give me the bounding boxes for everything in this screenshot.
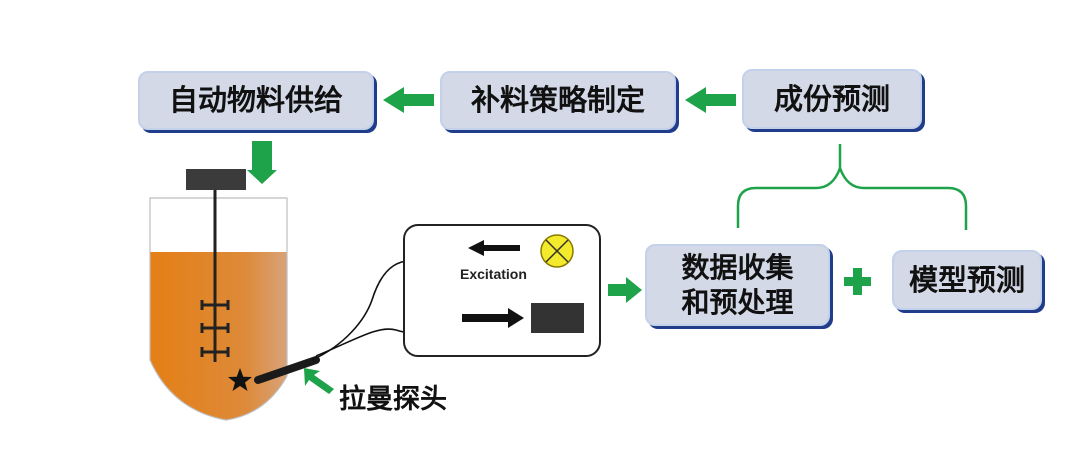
raman-probe-label: 拉曼探头: [339, 384, 447, 415]
component-prediction-box: 成份预测: [742, 69, 922, 129]
model-prediction-label: 模型预测: [908, 262, 1025, 297]
reactor-liquid: [150, 252, 287, 420]
raman-probe: [254, 356, 320, 384]
strategy-label: 补料策略制定: [470, 83, 645, 118]
model-prediction-box: 模型预测: [892, 250, 1042, 310]
detector-icon: [531, 303, 584, 333]
data-collection-box: 数据收集 和预处理: [645, 244, 830, 326]
arrow-autofeed-down-icon: [247, 141, 277, 184]
flow-arrows: [247, 87, 736, 394]
auto-feed-label: 自动物料供给: [168, 83, 343, 118]
scatter-arrow-icon: [462, 308, 524, 328]
arrow-strategy-to-autofeed-icon: [383, 87, 434, 113]
impellers: [200, 300, 230, 357]
probe-tip-star-icon: [228, 368, 252, 391]
plus-icon: [844, 268, 871, 295]
brace-connector: [736, 144, 968, 230]
auto-feed-box: 自动物料供给: [138, 71, 374, 130]
excitation-arrow-icon: [468, 240, 520, 256]
motor-block: [186, 169, 246, 190]
arrow-instrument-to-data-icon: [608, 277, 642, 303]
reactor-vessel-outline: [149, 197, 288, 421]
laser-lamp-icon: [540, 234, 574, 268]
raman-instrument: [403, 224, 601, 357]
strategy-box: 补料策略制定: [440, 71, 676, 130]
data-collection-label: 数据收集 和预处理: [681, 251, 794, 319]
component-prediction-label: 成份预测: [773, 81, 890, 116]
bioreactor: [149, 169, 320, 421]
excitation-label: Excitation: [460, 266, 527, 282]
arrow-probe-label-icon: [304, 368, 334, 394]
arrow-prediction-to-strategy-icon: [685, 87, 736, 113]
